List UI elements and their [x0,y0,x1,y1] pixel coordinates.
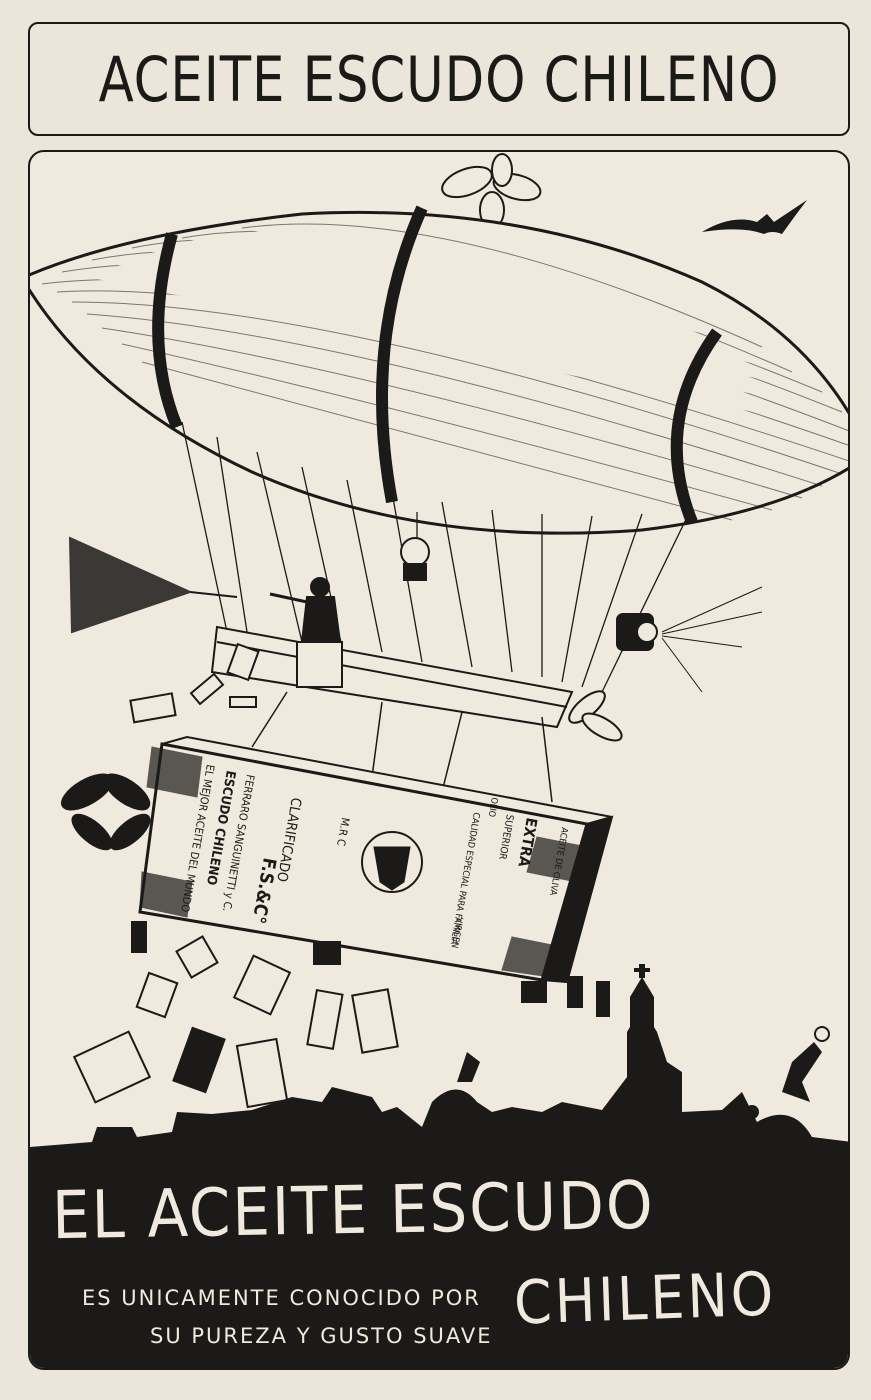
airship-envelope [30,205,848,535]
oil-crate [138,691,614,984]
banner-headline-chileno: CHILENO [512,1259,778,1339]
rudder [68,536,238,634]
falling-boxes [72,642,610,1109]
illustration: EL MEJOR ACEITE DEL MUNDO ESCUDO CHILENO… [30,153,848,1368]
illustration-frame: EL MEJOR ACEITE DEL MUNDO ESCUDO CHILENO… [28,150,850,1370]
banner-tagline-1: ES UNICAMENTE CONOCIDO POR [82,1286,481,1310]
city-skyline [30,964,848,1368]
headlight-icon [616,586,763,693]
lantern-icon [400,537,430,581]
bat-icon [702,200,807,234]
banner-tagline-2: SU PUREZA Y GUSTO SUAVE [150,1324,493,1348]
title-box: ACEITE ESCUDO CHILENO [28,22,850,136]
left-propeller [61,773,151,851]
crate-olio: OLIO [486,796,499,817]
crate-monogram: M.R C [334,816,352,847]
top-propeller [441,153,542,229]
page-title: ACEITE ESCUDO CHILENO [98,42,780,116]
right-propeller [568,690,623,742]
gondola [210,577,574,729]
banner-headline: EL ACEITE ESCUDO [51,1166,656,1255]
